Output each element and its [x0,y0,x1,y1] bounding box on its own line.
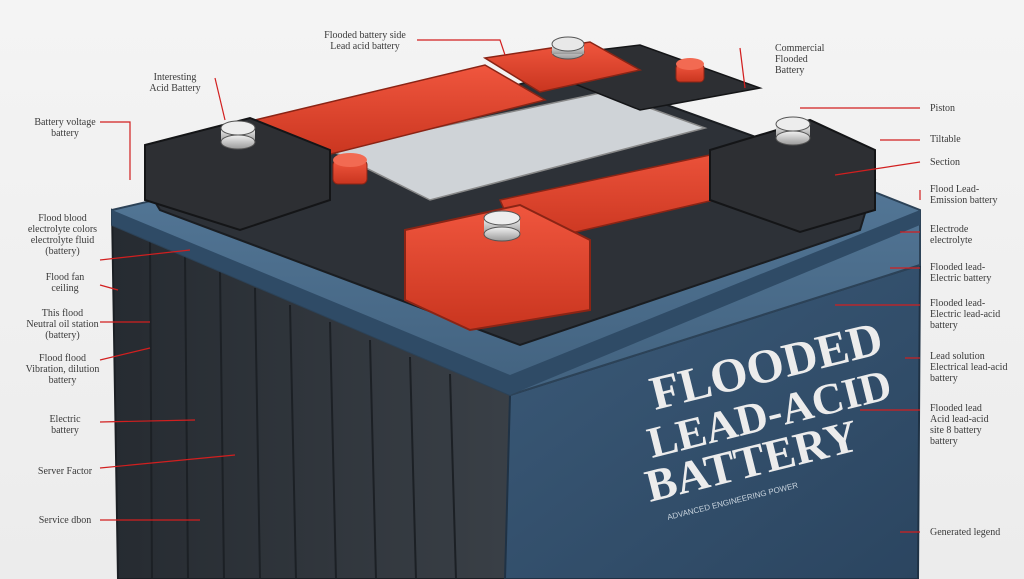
callout-right-9: Flooded lead Acid lead-acid site 8 batte… [930,403,989,447]
callout-right-3: Section [930,157,960,168]
terminal-post-right [775,116,811,146]
terminal-post-left [220,120,256,150]
red-terminal-box-front [404,203,591,332]
callout-lines [99,39,921,533]
red-cap-left [332,153,368,185]
callout-left-7: Electric battery [49,414,81,436]
callout-right-10: Generated legend [930,527,1001,538]
callout-top-2: Commercial Flooded Battery [775,43,825,76]
terminal-post-front [483,210,521,242]
callout-right-6: Flooded lead- Electric battery [930,262,992,284]
callout-right-5: Electrode electrolyte [930,224,973,246]
callout-left-5: This flood Neutral oil station (battery) [26,308,99,341]
center-label-plate [327,91,708,201]
callout-left-8: Server Factor [37,466,93,477]
callout-left-6: Flood flood Vibration, dilution battery [25,353,100,386]
callout-top-1: Flooded battery side Lead acid battery [324,30,406,52]
callout-left-2: Battery voltage battery [34,117,96,139]
callout-right-4: Flood Lead- Emission battery [930,184,998,206]
callout-left-9: Service dbon [38,515,92,526]
terminal-block-right [709,118,876,234]
side-ribs [149,239,457,579]
callout-right-7: Flooded lead- Electric lead-acid battery [930,298,1001,331]
callout-left-1: Interesting Acid Battery [149,72,201,94]
callout-right-8: Lead solution Electrical lead-acid batte… [930,351,1008,384]
callout-right-1: Piston [930,103,956,114]
callout-right-2: Tiltable [930,134,961,145]
terminal-block-left [144,116,331,232]
red-cap-rear [675,58,705,83]
callout-left-4: Flood fan ceiling [45,272,85,294]
callout-left-3: Flood blood electrolyte colors electroly… [27,213,98,257]
terminal-post-rear [551,36,585,60]
